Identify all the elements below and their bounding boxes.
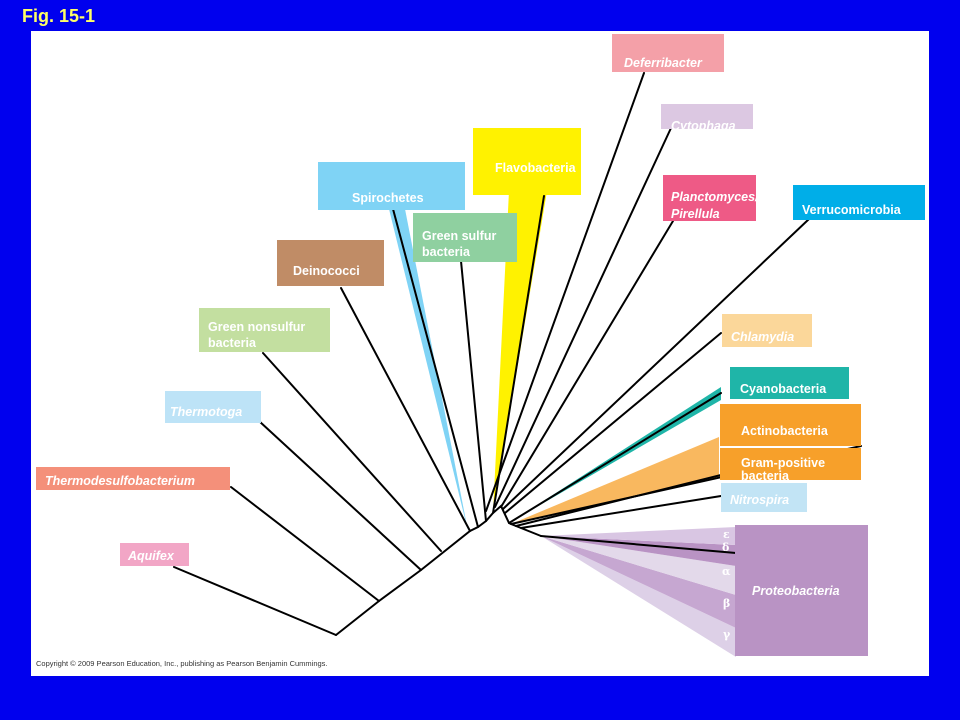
cyanobacteria-wedge [509, 387, 721, 523]
spirochetes-wedge [389, 209, 468, 531]
label-thermodesulfobacterium-text: Thermodesulfobacterium [45, 474, 196, 488]
subgroup-alpha: α [722, 565, 731, 578]
label-green-nonsulfur: Green nonsulfur bacteria [199, 308, 330, 352]
branch-flavobacteria [492, 195, 545, 514]
branch-verrucomicrobia [502, 218, 810, 510]
branch-planctomyces [500, 220, 674, 508]
label-spirochetes-text: Spirochetes [352, 191, 424, 205]
label-planctomyces: Planctomyces/ Pirellula [663, 175, 756, 221]
label-aquifex: Aquifex [120, 543, 189, 566]
branch-deinococci [340, 287, 471, 532]
label-chlamydia: Chlamydia [722, 314, 812, 347]
branch-gram-positive [515, 474, 722, 527]
tree-graphic [173, 72, 862, 657]
subgroup-beta: β [723, 597, 731, 610]
label-actinobacteria-text: Actinobacteria [741, 424, 828, 438]
branch-proteobacteria [540, 535, 737, 554]
branch-nitrospira [520, 495, 722, 529]
subgroup-delta: δ [722, 541, 730, 554]
label-green-sulfur-line1: Green sulfur [422, 229, 497, 243]
label-planctomyces-line1: Planctomyces/ [671, 190, 756, 204]
label-actinobacteria: Actinobacteria [720, 404, 861, 446]
label-spirochetes: Spirochetes [318, 162, 465, 210]
label-deferribacter: Deferribacter [612, 34, 724, 72]
branch-deferribacter [485, 72, 645, 512]
proteobacteria-wedge-alpha [541, 536, 736, 595]
branch-thermodesulfobacterium [230, 486, 380, 602]
tree-branches [173, 72, 862, 636]
label-deinococci-text: Deinococci [293, 264, 360, 278]
label-nitrospira: Nitrospira [721, 483, 807, 512]
label-green-sulfur: Green sulfur bacteria [413, 213, 517, 262]
label-gram-positive-line2: bacteria [741, 469, 789, 480]
label-gram-positive: Gram-positive bacteria [720, 448, 861, 480]
subgroup-epsilon: ε [723, 528, 730, 541]
label-green-nonsulfur-line1: Green nonsulfur [208, 320, 306, 334]
label-green-sulfur-line2: bacteria [422, 245, 470, 259]
label-thermotoga-text: Thermotoga [170, 405, 243, 419]
label-thermotoga: Thermotoga [165, 391, 261, 423]
label-cytophaga: Cytophaga [661, 104, 753, 129]
main-trunk [335, 504, 542, 636]
branch-thermotoga [258, 420, 422, 571]
branch-aquifex [173, 566, 337, 636]
subgroup-gamma: γ [723, 628, 731, 641]
branch-green-sulfur [460, 260, 487, 522]
label-nitrospira-text: Nitrospira [730, 493, 790, 507]
phylogenetic-tree-panel: Deferribacter Cytophaga Flavobacteria Sp… [31, 31, 929, 676]
figure-title: Fig. 15-1 [22, 6, 96, 26]
copyright-notice: Copyright © 2009 Pearson Education, Inc.… [36, 659, 328, 668]
label-deinococci: Deinococci [277, 240, 384, 286]
branch-spirochetes [392, 208, 479, 528]
branch-green-nonsulfur [262, 352, 442, 552]
label-verrucomicrobia: Verrucomicrobia [793, 185, 925, 220]
label-thermodesulfobacterium: Thermodesulfobacterium [36, 467, 230, 490]
branch-cyanobacteria [508, 392, 722, 524]
actinobacteria-wedge [511, 437, 719, 524]
label-deferribacter-text: Deferribacter [624, 56, 702, 70]
label-cytophaga-text: Cytophaga [671, 119, 736, 129]
label-proteobacteria: Proteobacteria [735, 525, 868, 656]
label-flavobacteria: Flavobacteria [473, 128, 581, 195]
proteobacteria-wedge-beta [541, 536, 736, 628]
label-proteobacteria-text: Proteobacteria [752, 584, 840, 598]
branch-chlamydia [504, 332, 722, 514]
proteobacteria-wedge-epsilon [541, 527, 736, 545]
label-green-nonsulfur-line2: bacteria [208, 336, 256, 350]
label-cyanobacteria: Cyanobacteria [730, 367, 849, 399]
label-chlamydia-text: Chlamydia [731, 330, 795, 344]
label-aquifex-text: Aquifex [128, 549, 174, 563]
label-gram-positive-line1: Gram-positive [741, 456, 826, 470]
proteobacteria-wedge-gamma [541, 536, 736, 657]
label-flavobacteria-text: Flavobacteria [495, 161, 576, 175]
label-planctomyces-line2: Pirellula [671, 207, 720, 221]
label-cyanobacteria-text: Cyanobacteria [740, 382, 827, 396]
label-verrucomicrobia-text: Verrucomicrobia [802, 203, 901, 217]
proteobacteria-wedge-delta [541, 536, 736, 566]
branch-cytophaga [494, 127, 672, 508]
